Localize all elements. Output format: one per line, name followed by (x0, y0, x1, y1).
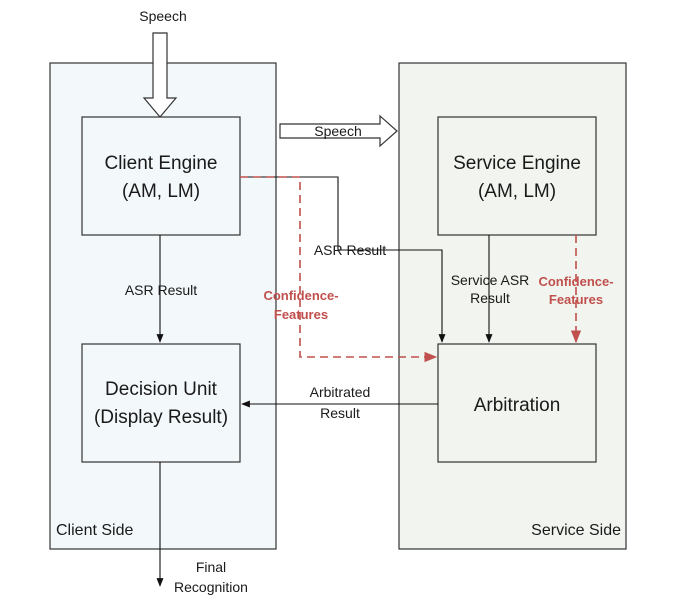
client-engine-box (81, 116, 241, 236)
decision-unit-title: Decision Unit (105, 379, 218, 400)
client-asr-result-label: ASR Result (314, 242, 386, 258)
arbitration-box (437, 343, 597, 463)
service-asr-label-1: Service ASR (451, 272, 530, 288)
service-confidence-label-2: Features (549, 292, 603, 307)
final-recognition-label-1: Final (196, 559, 226, 575)
client-engine-title: Client Engine (104, 153, 217, 174)
client-side-label: Client Side (56, 522, 133, 539)
service-side-label: Service Side (531, 522, 621, 539)
final-recognition-label-2: Recognition (174, 579, 248, 595)
client-confidence-label-1: Confidence- (263, 288, 338, 303)
service-asr-label-2: Result (470, 290, 510, 306)
client-asr-label: ASR Result (125, 282, 197, 298)
speech-input-arrow (142, 32, 178, 118)
speech-to-service-arrow (279, 114, 398, 148)
decision-unit-subtitle: (Display Result) (94, 407, 228, 428)
client-confidence-link (240, 176, 438, 363)
service-engine-title: Service Engine (453, 153, 581, 174)
speech-to-service-label: Speech (314, 123, 361, 139)
speech-input-label: Speech (139, 8, 186, 24)
client-asr-result-link (240, 176, 446, 343)
arbitrated-label-2: Result (320, 405, 360, 421)
service-engine-subtitle: (AM, LM) (478, 181, 556, 202)
arbitrated-label-1: Arbitrated (310, 384, 371, 400)
client-engine-subtitle: (AM, LM) (122, 181, 200, 202)
client-confidence-label-2: Features (274, 307, 328, 322)
service-engine-box (437, 116, 597, 236)
arbitration-title: Arbitration (474, 395, 561, 416)
decision-unit-box (81, 343, 241, 463)
service-confidence-label-1: Confidence- (538, 274, 613, 289)
